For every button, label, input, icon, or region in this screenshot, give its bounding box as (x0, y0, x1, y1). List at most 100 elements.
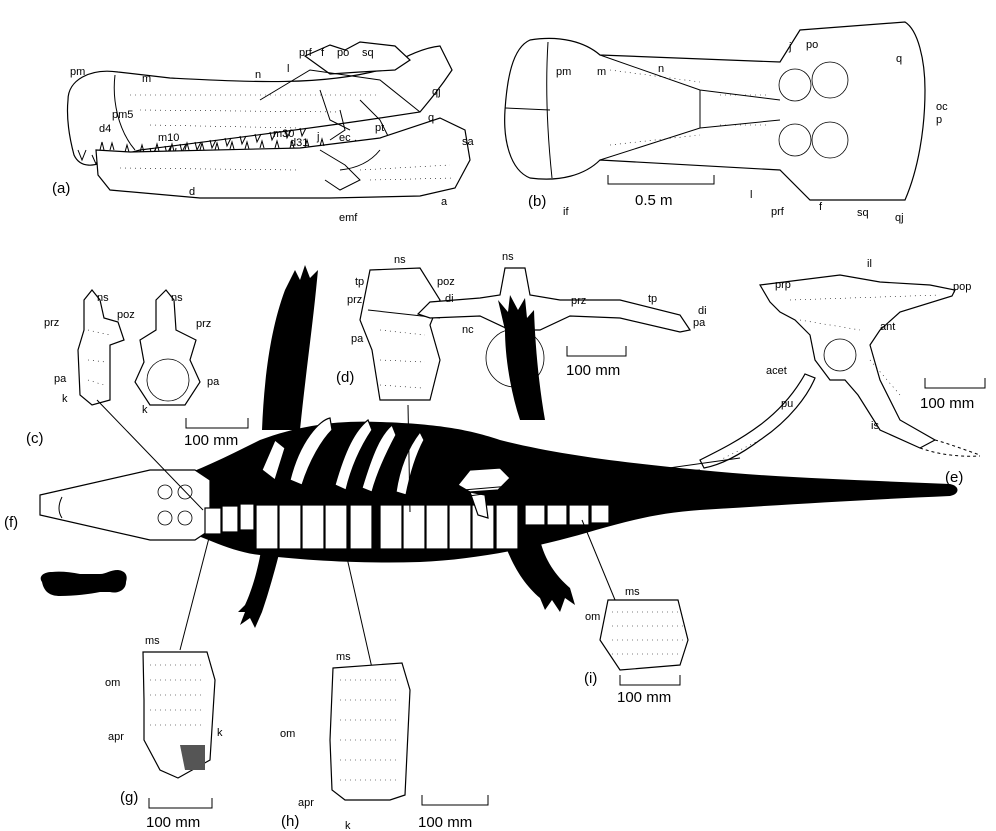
osteoderm-i (600, 600, 688, 670)
svg-text:100 mm: 100 mm (566, 362, 620, 379)
label-ns: ns (394, 254, 406, 266)
scale-bar-b: 0.5 m (608, 175, 714, 209)
label-apr: apr (298, 797, 314, 809)
label-ms: ms (145, 635, 160, 647)
label-di: di (445, 293, 454, 305)
label-k: k (62, 393, 68, 405)
label-po: po (337, 47, 349, 59)
label-apr: apr (108, 731, 124, 743)
label-poz: poz (437, 276, 455, 288)
label-il: il (867, 258, 872, 270)
label-ec: ec (339, 132, 351, 144)
panel-a-label: (a) (52, 180, 70, 197)
scale-bar-d: 100 mm (566, 346, 626, 379)
label-sq: sq (362, 47, 374, 59)
human-silhouette (41, 570, 127, 596)
panel-f-label: (f) (4, 514, 18, 531)
label-prp: prp (775, 279, 791, 291)
label-f: f (819, 201, 823, 213)
osteoderm-g (143, 652, 215, 778)
label-j: j (316, 131, 319, 143)
label-pa: pa (351, 333, 364, 345)
scale-bar-c: 100 mm (184, 418, 248, 449)
label-is: is (871, 420, 879, 432)
label-d: d (189, 186, 195, 198)
label-if: if (563, 206, 569, 218)
label-pa: pa (207, 376, 220, 388)
panel-c-label: (c) (26, 430, 44, 447)
label-pm: pm (556, 66, 571, 78)
label-ns: ns (171, 292, 183, 304)
cervical-vertebra (78, 290, 200, 405)
label-l: l (750, 189, 752, 201)
svg-text:100 mm: 100 mm (920, 395, 974, 412)
label-prz: prz (44, 317, 59, 329)
label-poz: poz (117, 309, 135, 321)
label-j: j (788, 41, 791, 53)
panel-b-label: (b) (528, 193, 546, 210)
label-pa: pa (693, 317, 706, 329)
label-ns: ns (97, 292, 109, 304)
label-m: m (597, 66, 606, 78)
label-nc: nc (462, 324, 474, 336)
label-acet: acet (766, 365, 787, 377)
panel-e-label: (e) (945, 469, 963, 486)
label-ms: ms (625, 586, 640, 598)
label-om: om (280, 728, 295, 740)
label-tp: tp (648, 293, 657, 305)
label-emf: emf (339, 212, 358, 224)
label-prf: prf (771, 206, 785, 218)
label-tp: tp (355, 276, 364, 288)
label-om: om (585, 611, 600, 623)
panel-d-label: (d) (336, 369, 354, 386)
label-ns: ns (502, 251, 514, 263)
label-pt: pt (375, 122, 384, 134)
osteoderm-h (330, 663, 410, 800)
label-prz: prz (571, 295, 586, 307)
label-prf: prf (299, 47, 313, 59)
label-k: k (142, 404, 148, 416)
label-prz: prz (196, 318, 211, 330)
label-n: n (255, 69, 261, 81)
label-q: q (428, 112, 434, 124)
svg-text:100 mm: 100 mm (418, 814, 472, 831)
panel-g-label: (g) (120, 789, 138, 806)
label-pop: pop (953, 281, 971, 293)
label-pa: pa (54, 373, 67, 385)
svg-text:100 mm: 100 mm (146, 814, 200, 831)
label-l: l (287, 63, 289, 75)
label-ant: ant (880, 321, 895, 333)
pelvis (700, 275, 980, 468)
label-sq: sq (857, 207, 869, 219)
svg-text:0.5 m: 0.5 m (635, 192, 673, 209)
label-m: m (142, 73, 151, 85)
label-p: p (936, 114, 942, 126)
label-qj: qj (895, 212, 904, 224)
svg-text:100 mm: 100 mm (184, 432, 238, 449)
panel-i-label: (i) (584, 670, 597, 687)
label-po: po (806, 39, 818, 51)
label-k: k (345, 820, 351, 831)
scale-bar-e: 100 mm (920, 378, 985, 412)
scale-bar-g: 100 mm (146, 798, 212, 831)
label-m10: m10 (158, 132, 179, 144)
scale-bar-i: 100 mm (617, 675, 680, 706)
label-n: n (658, 63, 664, 75)
skull-dorsal-view (505, 22, 925, 200)
label-d4: d4 (99, 123, 111, 135)
label-om: om (105, 677, 120, 689)
label-pm5: pm5 (112, 109, 133, 121)
panel-h-label: (h) (281, 813, 299, 830)
label-d31: d31 (290, 137, 308, 149)
label-qj: qj (432, 86, 441, 98)
label-a: a (441, 196, 448, 208)
label-q: q (896, 53, 902, 65)
label-sa: sa (462, 136, 475, 148)
label-oc: oc (936, 101, 948, 113)
scale-bar-h: 100 mm (418, 795, 488, 831)
label-ms: ms (336, 651, 351, 663)
svg-text:100 mm: 100 mm (617, 689, 671, 706)
label-pu: pu (781, 398, 793, 410)
label-prz: prz (347, 294, 362, 306)
